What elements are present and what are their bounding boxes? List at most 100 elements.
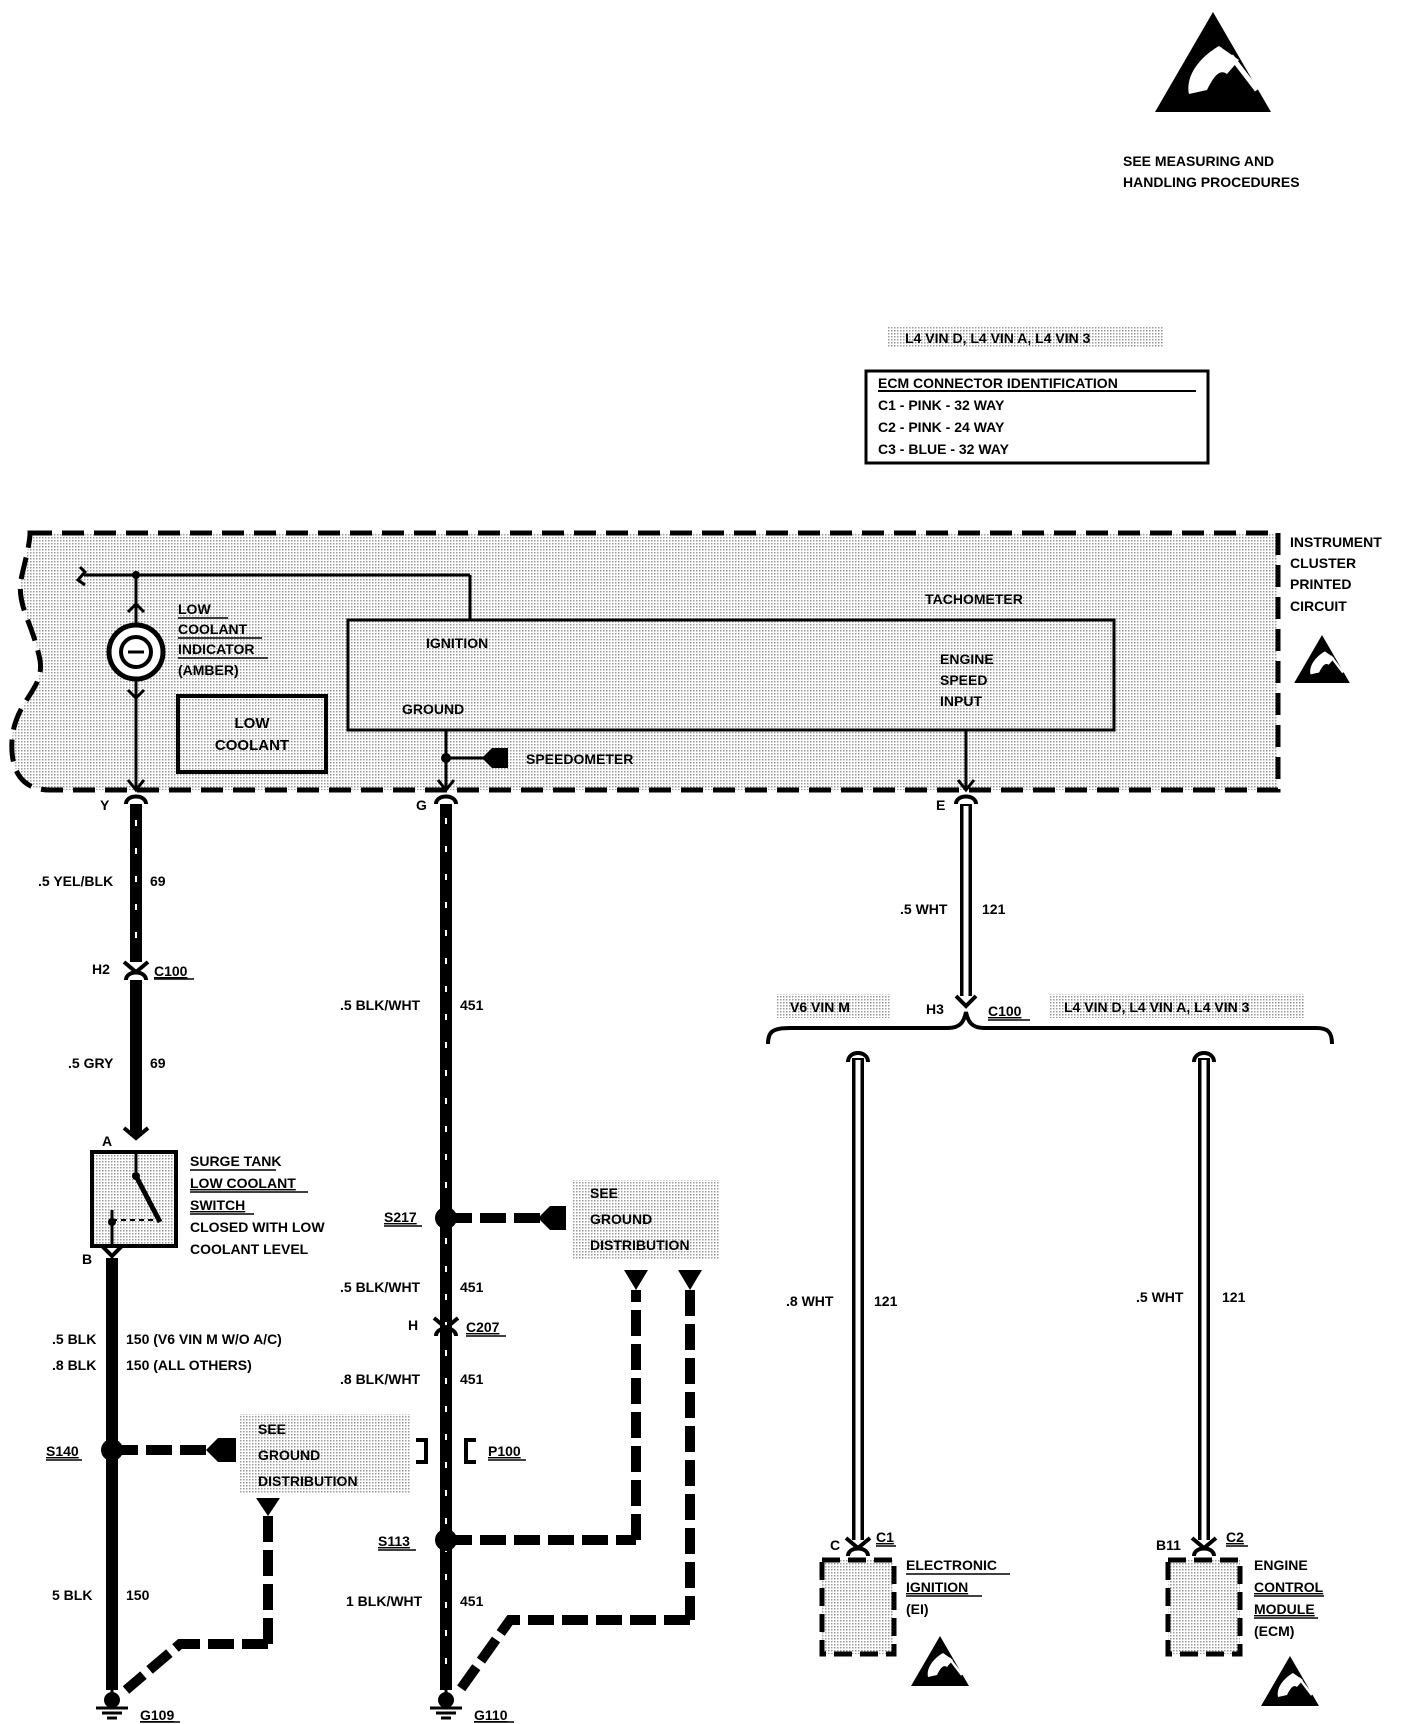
wire-circuit: 69 — [150, 873, 166, 889]
tachometer-box — [346, 618, 1116, 732]
ground-ref-upper-3: DISTRIBUTION — [258, 1473, 358, 1489]
wire-label: 1 BLK/WHT — [346, 1593, 423, 1609]
lamp-text-1: LOW — [235, 715, 271, 732]
ground-g110-icon — [428, 1688, 464, 1720]
ground-label: GROUND — [402, 701, 464, 717]
wire-circuit: 69 — [150, 1055, 166, 1071]
indicator-label-3: INDICATOR — [178, 641, 254, 657]
ecm-label-1: ENGINE — [1254, 1557, 1308, 1573]
splice-s140-label: S140 — [46, 1443, 79, 1459]
wire-label: .5 BLK — [52, 1331, 96, 1347]
wire-label: .8 BLK/WHT — [340, 1371, 421, 1387]
wire-circuit: 451 — [460, 997, 484, 1013]
ecm-row-c2: C2 - PINK - 24 WAY — [878, 419, 1005, 435]
wire-circuit: 451 — [460, 1279, 484, 1295]
wire-circuit: 150 (V6 VIN M W/O A/C) — [126, 1331, 282, 1347]
pin-c: C — [830, 1537, 840, 1553]
pin-g: G — [416, 797, 427, 813]
ground-g109-icon — [94, 1688, 130, 1720]
ignition-label: IGNITION — [426, 635, 488, 651]
surge-tank-switch — [90, 1150, 178, 1248]
connector-c1: C1 — [876, 1529, 894, 1545]
ecm-label-4: (ECM) — [1254, 1623, 1294, 1639]
wire-label: .5 BLK/WHT — [340, 1279, 421, 1295]
lamp-text-2: COOLANT — [215, 737, 289, 754]
ecm-variant-label: L4 VIN D, L4 VIN A, L4 VIN 3 — [905, 330, 1091, 346]
engine-speed-label-3: INPUT — [940, 693, 982, 709]
esd-notice-line2: HANDLING PROCEDURES — [1123, 174, 1300, 190]
ground-ref-upper-2: GROUND — [258, 1447, 320, 1463]
ecm-label-2: CONTROL — [1254, 1579, 1324, 1595]
wire-circuit: 121 — [982, 901, 1006, 917]
speedometer-label: SPEEDOMETER — [526, 751, 633, 767]
wire-circuit: 150 — [126, 1587, 150, 1603]
ecm-table-title: ECM CONNECTOR IDENTIFICATION — [878, 375, 1118, 391]
engine-speed-label-1: ENGINE — [940, 651, 994, 667]
esd-warning-icon — [1259, 1654, 1321, 1708]
connector-c2: C2 — [1226, 1529, 1244, 1545]
connector-c100-left: C100 — [154, 963, 188, 979]
wire-circuit: 451 — [460, 1593, 484, 1609]
pin-e: E — [936, 797, 945, 813]
wire-label: 5 BLK — [52, 1587, 92, 1603]
switch-label-2: LOW COOLANT — [190, 1175, 296, 1191]
variant-v6: V6 VIN M — [790, 999, 850, 1015]
esd-warning-icon — [1155, 12, 1271, 112]
ecm-connector-table — [864, 369, 1210, 465]
switch-label-5: COOLANT LEVEL — [190, 1241, 309, 1257]
pin-b11: B11 — [1156, 1537, 1181, 1553]
switch-label-3: SWITCH — [190, 1197, 245, 1213]
esd-notice-line1: SEE MEASURING AND — [1123, 153, 1274, 169]
connector-h3: H3 — [926, 1001, 944, 1017]
variant-brace — [766, 1011, 1334, 1045]
cluster-label-4: CIRCUIT — [1290, 598, 1347, 614]
indicator-label-1: LOW — [178, 601, 211, 617]
engine-control-module — [1165, 1557, 1243, 1657]
ei-label-1: ELECTRONIC — [906, 1557, 997, 1573]
esd-warning-icon — [1292, 633, 1352, 685]
connector-c207: C207 — [466, 1319, 500, 1335]
ei-label-3: (EI) — [906, 1601, 929, 1617]
ground-ref-upper-1: SEE — [258, 1421, 286, 1437]
wire-label: .8 BLK — [52, 1357, 96, 1373]
ecm-row-c1: C1 - PINK - 32 WAY — [878, 397, 1005, 413]
splice-s217-label: S217 — [384, 1209, 417, 1225]
ecm-label-3: MODULE — [1254, 1601, 1315, 1617]
wire-label: .5 GRY — [68, 1055, 114, 1071]
ei-label-2: IGNITION — [906, 1579, 968, 1595]
switch-label-1: SURGE TANK — [190, 1153, 282, 1169]
wire-label: .5 WHT — [900, 901, 948, 917]
ground-g110-label: G110 — [474, 1707, 508, 1723]
wire-circuit: 121 — [1222, 1289, 1246, 1305]
cluster-label-1: INSTRUMENT — [1290, 534, 1382, 550]
splice-s113-label: S113 — [378, 1533, 410, 1549]
cluster-label-2: CLUSTER — [1290, 555, 1356, 571]
low-coolant-indicator-icon — [106, 622, 166, 682]
cluster-label-3: PRINTED — [1290, 576, 1351, 592]
variant-l4: L4 VIN D, L4 VIN A, L4 VIN 3 — [1064, 999, 1250, 1015]
wire-label: .5 WHT — [1136, 1289, 1184, 1305]
low-coolant-lamp — [176, 694, 328, 774]
ground-ref-lower-3: DISTRIBUTION — [590, 1237, 690, 1253]
ground-ref-lower-2: GROUND — [590, 1211, 652, 1227]
indicator-label-2: COOLANT — [178, 621, 248, 637]
switch-label-4: CLOSED WITH LOW — [190, 1219, 325, 1235]
electronic-ignition-module — [819, 1557, 897, 1657]
ground-ref-lower-1: SEE — [590, 1185, 618, 1201]
connector-h2: H2 — [92, 961, 110, 977]
wire-label: .8 WHT — [786, 1293, 834, 1309]
wire-circuit: 121 — [874, 1293, 898, 1309]
pin-a: A — [102, 1133, 112, 1149]
wire-label: .5 YEL/BLK — [38, 873, 113, 889]
wire-circuit: 451 — [460, 1371, 484, 1387]
pass-through-p100 — [416, 1438, 428, 1464]
pin-y: Y — [100, 797, 110, 813]
ground-g109-label: G109 — [140, 1707, 174, 1723]
esd-warning-icon — [909, 1634, 971, 1688]
tachometer-label: TACHOMETER — [925, 591, 1023, 607]
pin-b: B — [82, 1251, 92, 1267]
wire-circuit: 150 (ALL OTHERS) — [126, 1357, 252, 1373]
wire-label: .5 BLK/WHT — [340, 997, 421, 1013]
connector-h: H — [408, 1317, 418, 1333]
